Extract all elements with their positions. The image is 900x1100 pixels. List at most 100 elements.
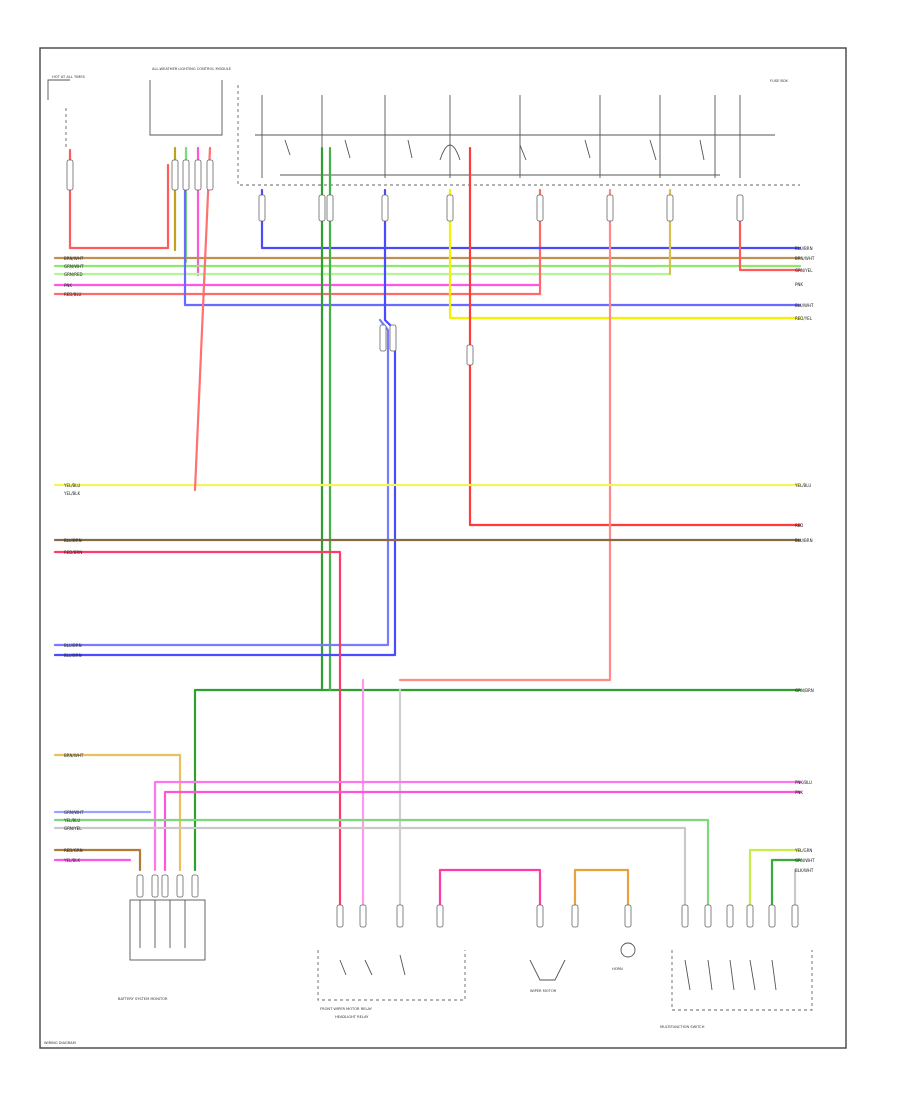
rail-label: BLU/BRN [795, 246, 813, 251]
corner-label: WIRING DIAGRAM [44, 1041, 76, 1045]
top-left-fuse-label: HOT AT ALL TIMES [52, 75, 86, 79]
component-wiper-relay: FRONT WIPER MOTOR RELAY HEADLIGHT RELAY [317, 950, 466, 1019]
connector [176, 874, 184, 898]
rail-labels: BRN/WHT GRN/WHT GRN/RED PNK RED/BLU BLU/… [44, 246, 815, 1045]
connector [336, 904, 344, 928]
rail-label: GRN/RED [64, 272, 83, 277]
wire-green-lower [193, 688, 324, 872]
diagram-frame [39, 47, 847, 1049]
rail-label: GRN/WHT [64, 810, 84, 815]
connector [194, 159, 202, 191]
wiper-motor-label: WIPER MOTOR [530, 989, 557, 993]
connector [446, 194, 454, 222]
connector [318, 194, 326, 222]
wire-green-lower-rail [53, 818, 710, 907]
wiper-relay-label: FRONT WIPER MOTOR RELAY [320, 1007, 373, 1011]
connector [136, 874, 144, 898]
rail-label: YEL/BLU [63, 483, 80, 488]
connector [791, 904, 799, 928]
connector [746, 904, 754, 928]
wire-green-vertical [320, 146, 802, 692]
rail-label: BLU/WHT [795, 303, 814, 308]
wire-red-thin [398, 188, 612, 682]
rail-label: PNK [795, 790, 803, 795]
rail-label: YEL/BLK [63, 858, 81, 863]
connector [466, 344, 474, 366]
wire-gray-lower-rail [53, 826, 687, 907]
top-right-fuse-box: FUSE BOX [237, 79, 800, 186]
wire-red-rail [53, 188, 542, 296]
rail-label: BRN/WHT [64, 256, 84, 261]
rail-label: BLU/BRN [64, 653, 82, 658]
rail-label: BLU/BRN [795, 538, 813, 543]
wire-red-brown [53, 550, 342, 912]
connectors [66, 159, 799, 928]
rail-label: YEL/BLU [63, 818, 80, 823]
wire-orange-loop [573, 868, 630, 907]
rail-label: BLU/BRN [64, 643, 82, 648]
wire-brown-lower [53, 848, 142, 872]
component-horn: HORN [612, 942, 636, 971]
headlight-relay-label: HEADLIGHT RELAY [335, 1015, 369, 1019]
wire-yellowgreen-lower [748, 848, 802, 907]
wire-green-lower-right [770, 858, 802, 907]
wires [53, 146, 802, 912]
top-right-fuse-box-label: FUSE BOX [770, 79, 788, 83]
wire-orange-lower [53, 753, 182, 872]
connector [624, 904, 632, 928]
wire-blue-rail [260, 188, 802, 250]
connector [606, 194, 614, 222]
wire-blue-vertical-2 [53, 318, 390, 647]
connector [436, 904, 444, 928]
rail-label: GRN/WHT [64, 264, 84, 269]
connector [768, 904, 776, 928]
component-wiper-motor: WIPER MOTOR [529, 959, 566, 993]
connector [571, 904, 579, 928]
rail-label: GRN/YEL [795, 268, 813, 273]
connector [736, 194, 744, 222]
rail-label: BRN/WHT [64, 753, 84, 758]
horn-label: HORN [612, 967, 623, 971]
battery-monitor-label: BATTERY SYSTEM MONITOR [118, 997, 168, 1001]
rail-label: RED/YEL [795, 316, 813, 321]
connector [191, 874, 199, 898]
connector [66, 159, 74, 191]
connector [206, 159, 214, 191]
switch-symbol [284, 139, 705, 161]
rail-label: PNK/BLU [795, 780, 812, 785]
connector [182, 159, 190, 191]
rail-label: RED/BRN [64, 550, 82, 555]
rail-label: RED/GRN [64, 848, 83, 853]
rail-label: BLU/BRN [64, 538, 82, 543]
connector [171, 159, 179, 191]
rail-label: YEL/BLK [63, 491, 81, 496]
connector [359, 904, 367, 928]
connector [161, 874, 169, 898]
rail-label: YEL/BLU [794, 483, 811, 488]
wire-blue-lower [183, 163, 802, 307]
top-center-module-label: ALL-WEATHER LIGHTING CONTROL MODULE [152, 67, 232, 71]
wire-yellow-mid [448, 188, 802, 320]
connector [666, 194, 674, 222]
connector [151, 874, 159, 898]
connector [379, 324, 387, 352]
connector [726, 904, 734, 928]
wire-pink-loop [438, 868, 542, 907]
wire-blue-vertical [53, 188, 397, 657]
component-multifunction-switch: MULTIFUNCTION SWITCH [660, 950, 813, 1029]
rail-label: GRN/BRN [795, 688, 814, 693]
wire-pink-lower-rail [153, 780, 802, 872]
connector [396, 904, 404, 928]
connector [704, 904, 712, 928]
rail-label: RED/BLU [64, 292, 82, 297]
wire-pink-lower-rail-2 [163, 790, 802, 872]
rail-label: PNK [64, 283, 72, 288]
rail-label: BRN/WHT [795, 256, 815, 261]
connector [681, 904, 689, 928]
connector [258, 194, 266, 222]
wire-red [68, 148, 170, 250]
top-center-module: ALL-WEATHER LIGHTING CONTROL MODULE [149, 67, 232, 136]
connector [389, 324, 397, 352]
multifunction-switch-label: MULTIFUNCTION SWITCH [660, 1025, 705, 1029]
rail-label: GRN/WHT [795, 858, 815, 863]
